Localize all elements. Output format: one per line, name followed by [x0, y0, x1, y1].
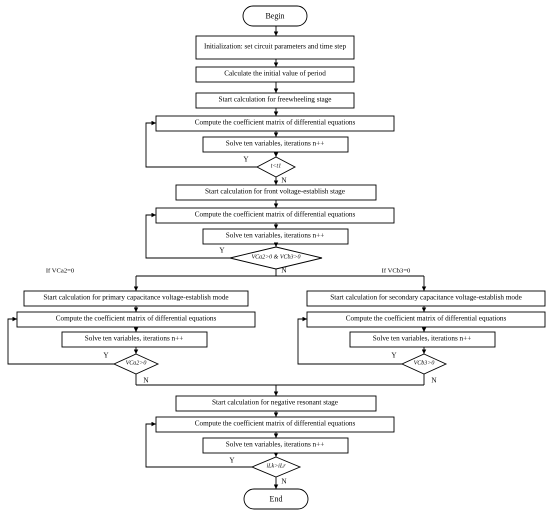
- begin-label: Begin: [265, 11, 285, 21]
- freewheel-coeff-label: Compute the coefficient matrix of differ…: [194, 118, 356, 127]
- primary-solve-box: [61, 331, 208, 348]
- secondary-start-box: [306, 290, 546, 307]
- freewheel-yes-label: Y: [243, 155, 249, 164]
- primary-decision-label: VCa2>0: [125, 360, 147, 367]
- primary-coeff-label: Compute the coefficient matrix of differ…: [55, 314, 217, 323]
- primary-branch-label: If VCa2=0: [45, 267, 75, 275]
- secondary-start-label: Start calculation for secondary capacita…: [330, 293, 522, 302]
- front-solve-label: Solve ten variables, iterations n++: [225, 231, 325, 240]
- freewheel-solve-label: Solve ten variables, iterations n++: [225, 139, 325, 148]
- negative-decision-label: iLk>iLr: [266, 463, 286, 470]
- negative-solve-label: Solve ten variables, iterations n++: [225, 440, 325, 449]
- negative-start-label: Start calculation for negative resonant …: [212, 398, 338, 407]
- secondary-no-label: N: [431, 376, 437, 385]
- primary-solve-label: Solve ten variables, iterations n++: [84, 334, 184, 343]
- freewheel-coeff-box: [155, 115, 395, 132]
- secondary-coeff-box: [306, 311, 546, 328]
- front-no-label: N: [281, 266, 287, 275]
- freewheel-decision-label: t<t1: [270, 163, 282, 170]
- freewheel-no-label: N: [281, 176, 287, 185]
- secondary-yes-label: Y: [391, 351, 397, 360]
- negative-no-label: N: [281, 477, 287, 486]
- begin-terminal: [242, 5, 308, 27]
- primary-yes-label: Y: [103, 351, 109, 360]
- init-label: Initialization: set circuit parameters a…: [203, 42, 347, 51]
- secondary-coeff-label: Compute the coefficient matrix of differ…: [345, 314, 507, 323]
- secondary-solve-box: [349, 331, 496, 348]
- primary-no-label: N: [143, 376, 149, 385]
- freewheel-start-label: Start calculation for freewheeling stage: [218, 95, 332, 104]
- freewheel-solve-box: [202, 136, 349, 153]
- calc-period-box: [195, 66, 355, 83]
- calc-period-label: Calculate the initial value of period: [224, 69, 326, 78]
- front-start-label: Start calculation for front voltage-esta…: [205, 187, 345, 196]
- end-label: End: [269, 494, 283, 504]
- negative-yes-label: Y: [229, 456, 235, 465]
- secondary-decision-label: VCb3>0: [413, 360, 435, 367]
- negative-coeff-label: Compute the coefficient matrix of differ…: [194, 419, 356, 428]
- primary-start-label: Start calculation for primary capacitanc…: [43, 293, 229, 302]
- front-decision-label: VCa2>0 & VCb3>0: [251, 254, 301, 261]
- freewheel-start-box: [195, 92, 355, 109]
- init-box: [195, 35, 355, 60]
- front-coeff-box: [155, 207, 395, 224]
- secondary-solve-label: Solve ten variables, iterations n++: [372, 334, 472, 343]
- negative-coeff-box: [155, 416, 395, 433]
- secondary-branch-label: If VCb3=0: [381, 267, 411, 275]
- front-coeff-label: Compute the coefficient matrix of differ…: [194, 210, 356, 219]
- front-yes-label: Y: [219, 246, 225, 255]
